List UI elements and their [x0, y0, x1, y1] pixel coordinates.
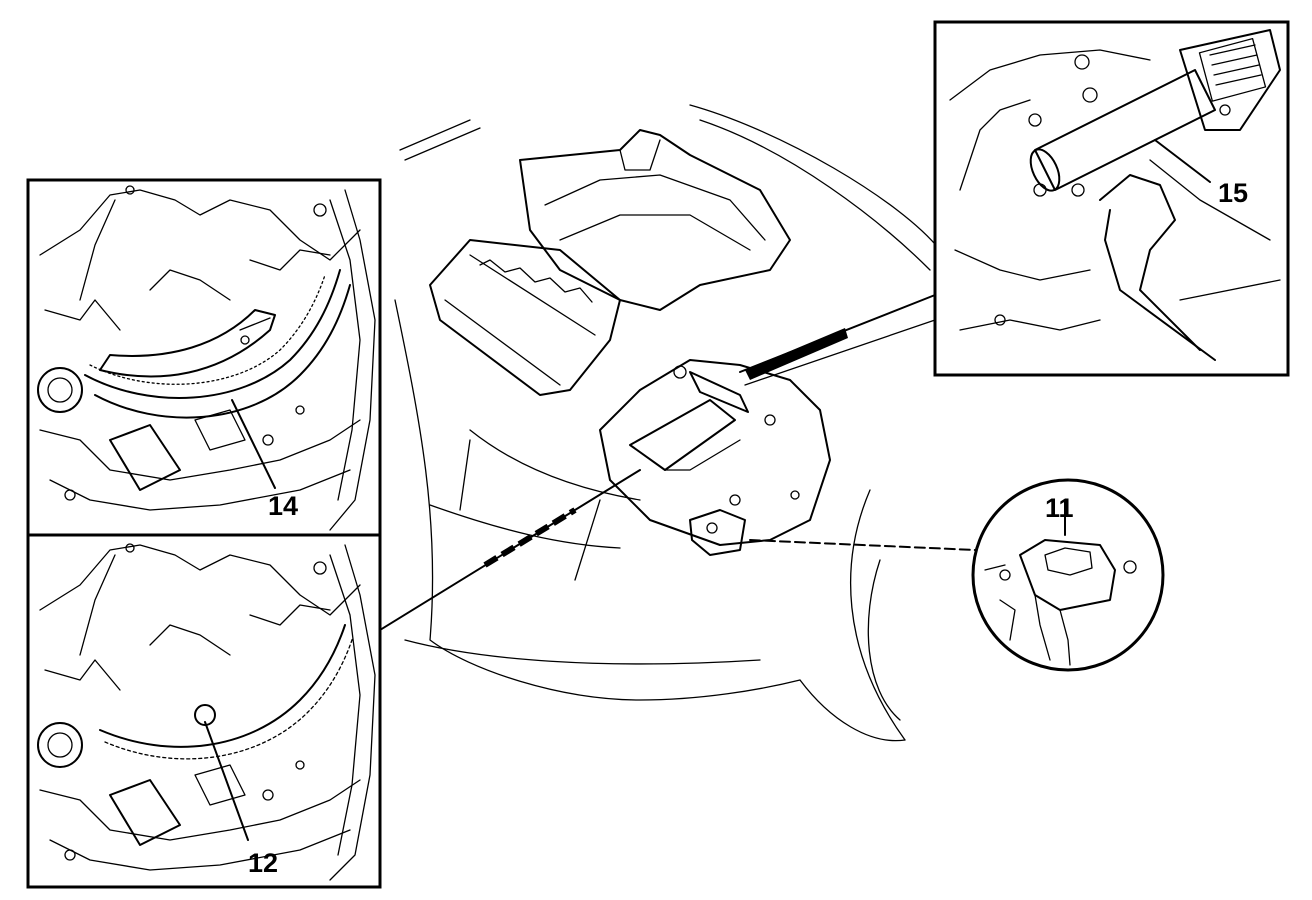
callout-15: 15 — [1218, 178, 1248, 208]
callout-12: 12 — [248, 848, 278, 878]
inset-shaft-15: 15 — [933, 20, 1290, 377]
inset-flywheel-12: 12 — [26, 533, 382, 889]
inset-flywheel-14: 14 — [26, 178, 382, 537]
callout-14: 14 — [268, 491, 298, 521]
main-engine-view — [379, 104, 976, 742]
callout-11: 11 — [1045, 493, 1074, 523]
inset-sensor-11: 11 — [971, 478, 1165, 672]
